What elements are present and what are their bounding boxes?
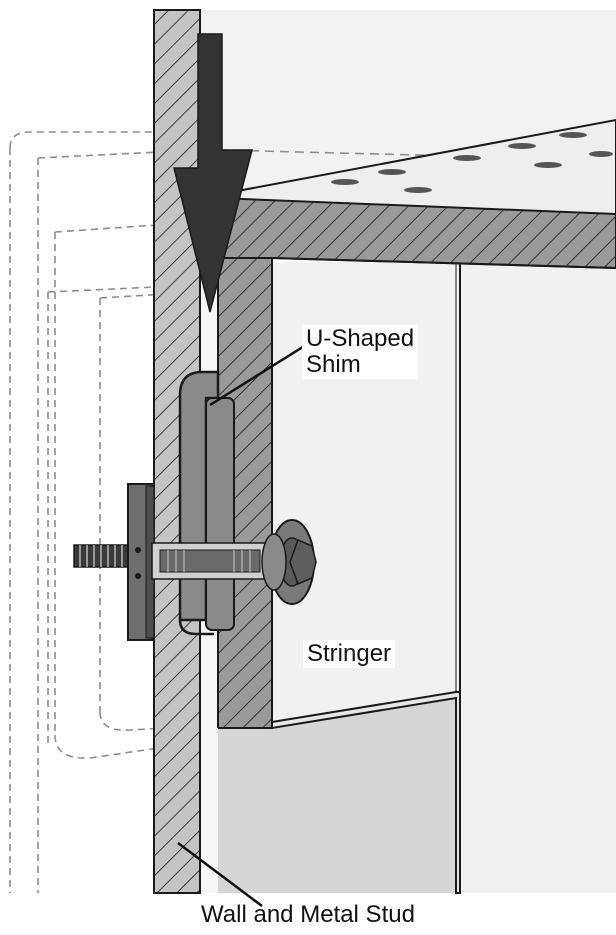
stringer-label: Stringer (303, 640, 396, 668)
u-shaped-shim-label: U-Shaped Shim (302, 325, 419, 379)
tread-holes (331, 132, 613, 193)
shim-leader (209, 343, 307, 407)
lower-stair-area (200, 692, 456, 893)
shim-label-line2: Shim (306, 351, 361, 378)
wall-leader (177, 842, 263, 907)
wall-and-metal-stud-label: Wall and Metal Stud (201, 901, 415, 928)
bolt-icon (73, 483, 317, 641)
shim-label-line1: U-Shaped (306, 325, 415, 352)
down-arrow-icon (173, 33, 253, 313)
